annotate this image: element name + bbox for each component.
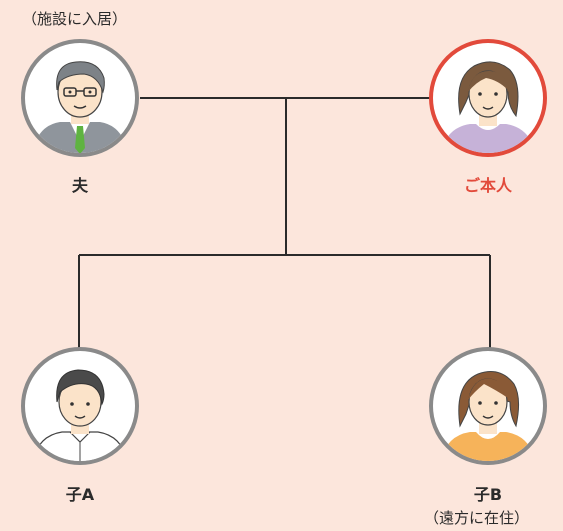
husband-label: 夫 <box>71 176 88 195</box>
child-a-avatar <box>21 347 139 465</box>
connector-lines <box>78 97 491 348</box>
child-b-note: （遠方に在住） <box>424 509 530 527</box>
child-b-label: 子B <box>473 485 503 504</box>
husband-note: （施設に入居） <box>22 10 128 28</box>
self-label: ご本人 <box>463 176 512 195</box>
child-a-label: 子A <box>65 485 95 504</box>
child-b-avatar <box>429 347 547 465</box>
self-avatar <box>429 39 547 157</box>
husband-avatar <box>21 39 139 157</box>
